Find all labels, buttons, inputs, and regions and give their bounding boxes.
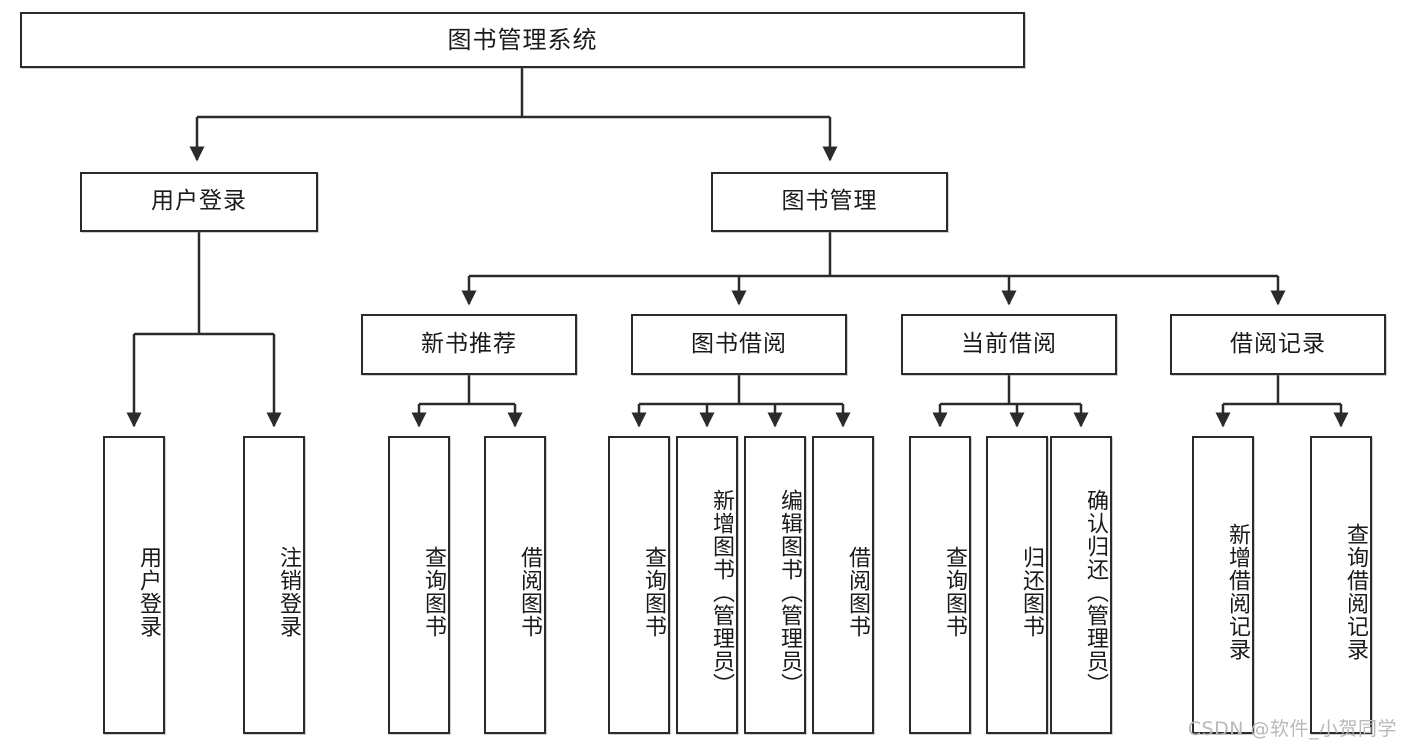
leaf-query-book-recommend[interactable]: 查询图书 <box>388 436 450 734</box>
leaf-query-book-borrow[interactable]: 查询图书 <box>608 436 670 734</box>
node-book-management[interactable]: 图书管理 <box>711 172 948 232</box>
node-user-login[interactable]: 用户登录 <box>80 172 318 232</box>
leaf-query-borrow-record[interactable]: 查询借阅记录 <box>1310 436 1372 734</box>
leaf-query-book-current[interactable]: 查询图书 <box>909 436 971 734</box>
node-root-system[interactable]: 图书管理系统 <box>20 12 1025 68</box>
leaf-borrow-book-recommend[interactable]: 借阅图书 <box>484 436 546 734</box>
leaf-label: 查询借阅记录 <box>1343 523 1368 661</box>
leaf-user-login[interactable]: 用户登录 <box>103 436 165 734</box>
leaf-label: 新增图书（管理员） <box>709 488 734 696</box>
leaf-label: 确认归还（管理员） <box>1083 488 1108 696</box>
leaf-edit-book-admin[interactable]: 编辑图书（管理员） <box>744 436 806 734</box>
node-current-borrow[interactable]: 当前借阅 <box>901 314 1117 375</box>
leaf-label: 借阅图书 <box>845 546 870 638</box>
leaf-label: 归还图书 <box>1019 546 1044 638</box>
leaf-label: 用户登录 <box>136 546 161 638</box>
leaf-borrow-book[interactable]: 借阅图书 <box>812 436 874 734</box>
leaf-add-book-admin[interactable]: 新增图书（管理员） <box>676 436 738 734</box>
leaf-label: 编辑图书（管理员） <box>777 488 802 696</box>
node-book-borrow[interactable]: 图书借阅 <box>631 314 847 375</box>
watermark-text: CSDN @软件_小贺同学 <box>1187 718 1397 740</box>
leaf-label: 借阅图书 <box>517 546 542 638</box>
leaf-logout[interactable]: 注销登录 <box>243 436 305 734</box>
leaf-label: 新增借阅记录 <box>1225 523 1250 661</box>
node-new-book-recommend[interactable]: 新书推荐 <box>361 314 577 375</box>
leaf-add-borrow-record[interactable]: 新增借阅记录 <box>1192 436 1254 734</box>
leaf-label: 查询图书 <box>942 546 967 638</box>
leaf-label: 查询图书 <box>641 546 666 638</box>
leaf-label: 注销登录 <box>276 546 301 638</box>
leaf-label: 查询图书 <box>421 546 446 638</box>
node-borrow-records[interactable]: 借阅记录 <box>1170 314 1386 375</box>
leaf-confirm-return-admin[interactable]: 确认归还（管理员） <box>1050 436 1112 734</box>
leaf-return-book[interactable]: 归还图书 <box>986 436 1048 734</box>
